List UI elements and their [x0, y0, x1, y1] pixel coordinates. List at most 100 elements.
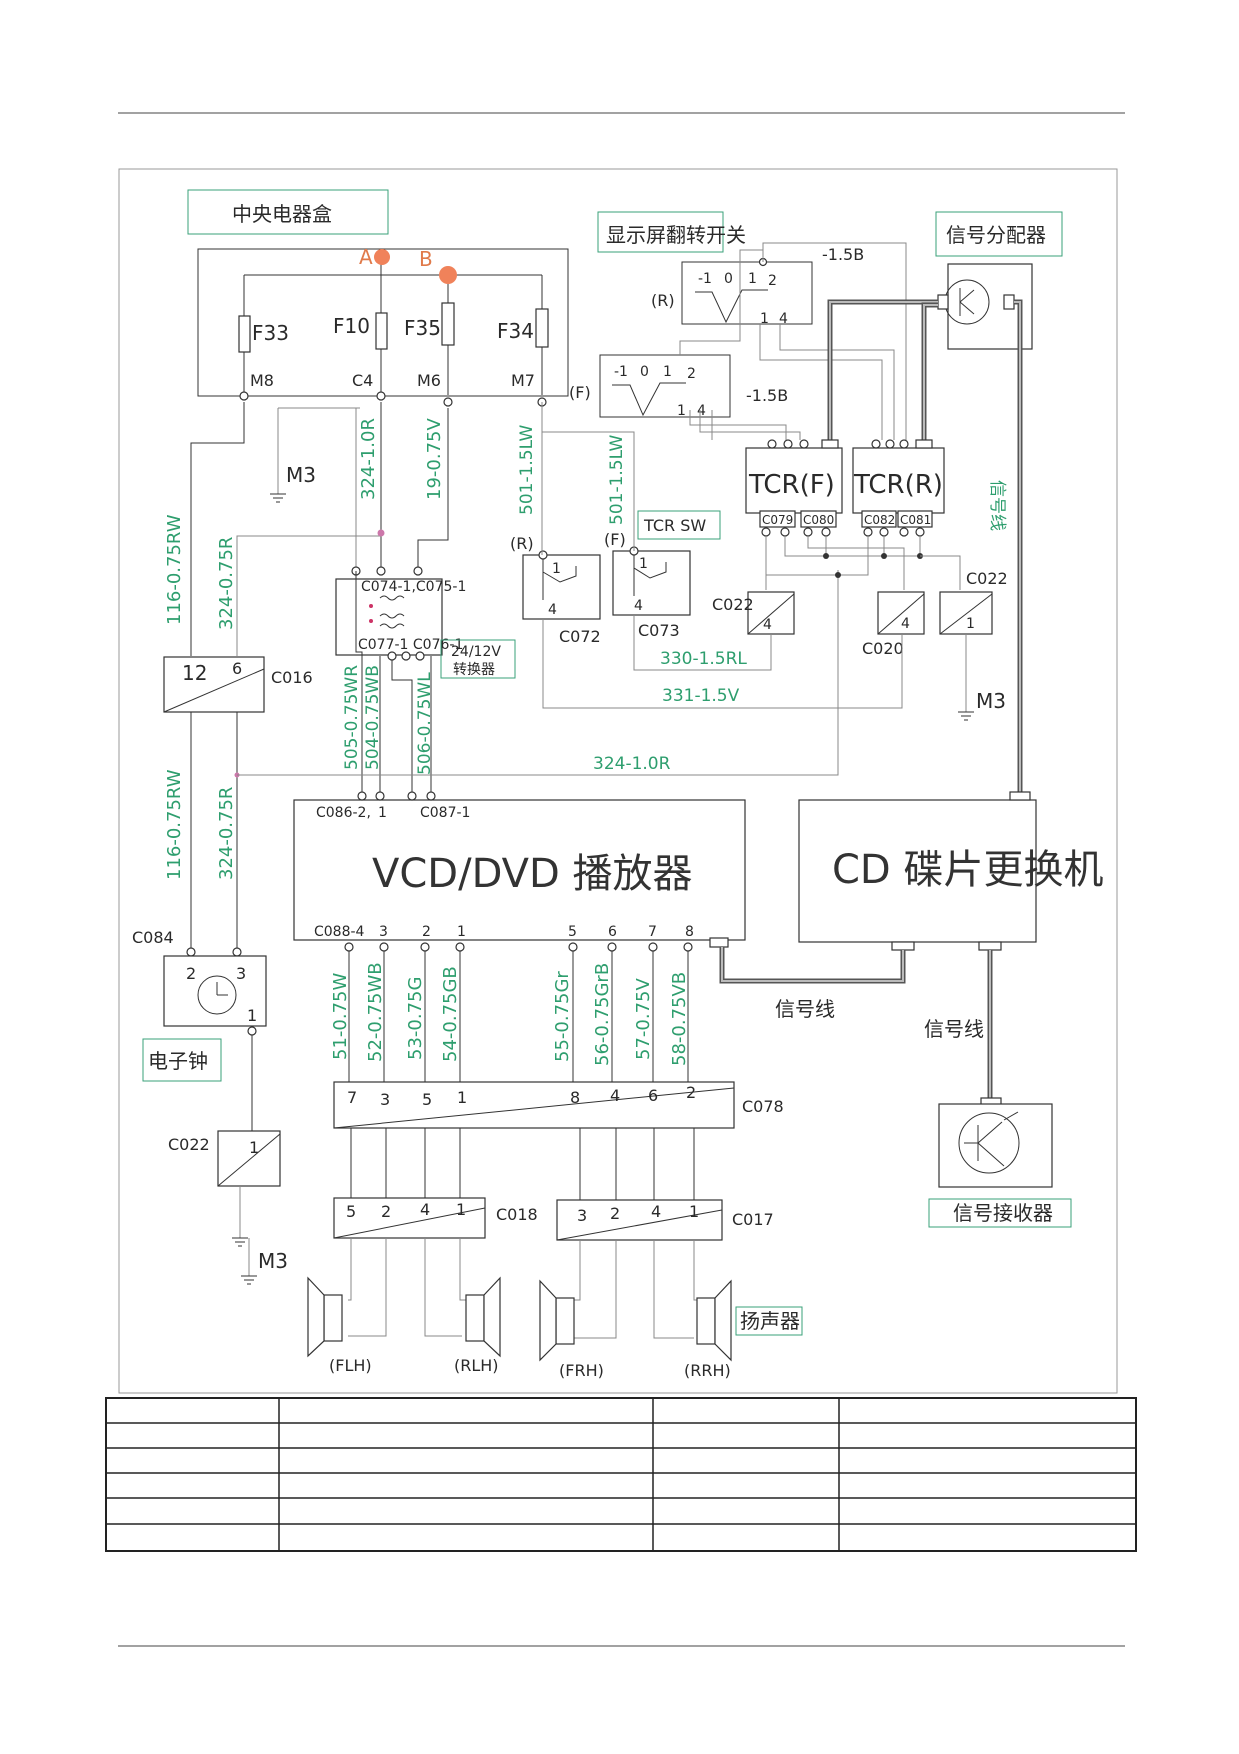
svg-text:1: 1 — [456, 1200, 466, 1219]
terminal-m7: M7 — [511, 371, 535, 390]
svg-text:4: 4 — [779, 311, 788, 327]
ground-m3-right: M3 — [976, 689, 1006, 713]
wire-506-0-75wl: 506-0.75WL — [415, 672, 435, 775]
svg-text:5: 5 — [422, 1090, 432, 1109]
speaker-frh-label: (FRH) — [559, 1361, 604, 1380]
wire-501-1-5lw-a: 501-1.5LW — [517, 424, 537, 515]
wire-57-0-75v: 57-0.75V — [633, 978, 654, 1060]
wire-331-1-5v: 331-1.5V — [662, 686, 740, 706]
svg-text:4: 4 — [697, 403, 706, 419]
svg-text:0: 0 — [724, 271, 733, 287]
signal-line-label-b: 信号线 — [924, 1017, 984, 1041]
tcr-sw-label: TCR SW — [643, 516, 706, 535]
svg-text:6: 6 — [648, 1086, 658, 1105]
wire-54-0-75gb: 54-0.75GB — [440, 966, 461, 1062]
svg-text:2: 2 — [687, 366, 696, 382]
central-box-label: 中央电器盒 — [232, 202, 332, 226]
fuse-f10 — [375, 312, 388, 350]
connector-c020-label: C020 — [862, 639, 904, 658]
connector-c022-a-label: C022 — [712, 595, 754, 614]
fuse-label-f10: F10 — [333, 314, 370, 338]
svg-text:2: 2 — [381, 1202, 391, 1221]
ground-m3-bottom: M3 — [258, 1249, 288, 1273]
fuse-label-f35: F35 — [404, 316, 441, 340]
wire-505-0-75wr: 505-0.75WR — [342, 665, 362, 770]
connector-c022-b-label: C022 — [966, 569, 1008, 588]
speaker-label: 扬声器 — [740, 1309, 800, 1333]
wire-56-0-75grb: 56-0.75GrB — [592, 963, 613, 1066]
connector-c016 — [163, 656, 265, 713]
c016-pin-12: 12 — [182, 661, 207, 685]
speaker-rlh-icon — [465, 1276, 501, 1358]
svg-text:4: 4 — [610, 1086, 620, 1105]
speaker-flh-icon — [307, 1276, 343, 1358]
clock-label-frame — [142, 1038, 222, 1082]
relay-c073 — [612, 550, 691, 616]
fuse-label-f34: F34 — [497, 319, 534, 343]
svg-text:3: 3 — [577, 1206, 587, 1225]
svg-text:0: 0 — [640, 364, 649, 380]
relay-c072 — [522, 554, 601, 620]
fuse-f35 — [441, 302, 455, 346]
relay-c072-label: C072 — [559, 627, 601, 646]
tcr-r-unit — [852, 447, 945, 514]
signal-distributor-label-frame — [935, 211, 1063, 257]
wire-minus-1-5b-top: -1.5B — [822, 245, 864, 264]
wire-324-1-0r-top: 324-1.0R — [358, 418, 379, 500]
terminal-m8: M8 — [250, 371, 274, 390]
svg-text:4: 4 — [901, 616, 910, 632]
signal-line-label-vertical: 信号线 — [987, 480, 1007, 531]
svg-text:4: 4 — [548, 602, 557, 618]
tcr-f-unit — [745, 447, 843, 514]
connector-c078 — [333, 1081, 735, 1129]
speaker-label-frame — [735, 1306, 803, 1336]
clock-icon — [197, 975, 237, 1015]
player-output-wires — [344, 942, 693, 1082]
wire-116-0-75rw-top: 116-0.75RW — [164, 514, 185, 625]
svg-text:4: 4 — [634, 598, 643, 614]
svg-text:2: 2 — [610, 1204, 620, 1223]
converter-connector-top: C074-1,C075-1 — [361, 579, 466, 595]
svg-text:1: 1 — [457, 924, 466, 940]
svg-text:1: 1 — [663, 364, 672, 380]
connector-c022-c — [217, 1130, 281, 1187]
connector-c078-label: C078 — [742, 1097, 784, 1116]
vcd-dvd-player — [293, 799, 746, 941]
svg-text:2: 2 — [768, 273, 777, 289]
wire-53-0-75g: 53-0.75G — [405, 977, 426, 1060]
display-switch-f-label: (F) — [569, 383, 591, 402]
svg-text:8: 8 — [685, 924, 694, 940]
connector-c079: C079 — [762, 513, 793, 527]
connector-c016-label: C016 — [271, 668, 313, 687]
point-a-marker — [374, 249, 390, 265]
svg-text:7: 7 — [347, 1088, 357, 1107]
signal-receiver — [938, 1103, 1053, 1188]
cd-changer — [798, 799, 1037, 943]
connector-c084-label: C084 — [132, 928, 174, 947]
svg-text:-1: -1 — [614, 364, 628, 380]
cd-changer-label: CD 碟片更换机 — [832, 847, 1103, 893]
speaker-rrh-icon — [696, 1279, 732, 1362]
relay-c073-label: C073 — [638, 621, 680, 640]
wire-501-1-5lw-b: 501-1.5LW — [607, 434, 627, 525]
converter-label-frame — [440, 639, 516, 679]
fuse-label-f33: F33 — [252, 321, 289, 345]
svg-text:8: 8 — [570, 1088, 580, 1107]
svg-text:5: 5 — [568, 924, 577, 940]
converter-connector-bottom: C077-1 C076-1 — [358, 637, 463, 653]
wire-55-0-75gr: 55-0.75Gr — [552, 971, 573, 1062]
central-box-label-frame — [187, 189, 389, 235]
wire-51-0-75w: 51-0.75W — [330, 973, 351, 1060]
vcd-dvd-player-label: VCD/DVD 播放器 — [372, 851, 693, 897]
speaker-rrh-label: (RRH) — [684, 1361, 731, 1380]
display-switch-label: 显示屏翻转开关 — [606, 223, 746, 247]
connector-c081: C081 — [900, 513, 931, 527]
svg-text:1: 1 — [966, 616, 975, 632]
connector-c018 — [333, 1197, 486, 1239]
ground-m3-top: M3 — [286, 463, 316, 487]
svg-text:6: 6 — [608, 924, 617, 940]
connector-c022-c-label: C022 — [168, 1135, 210, 1154]
converter-name: 转换器 — [453, 661, 495, 678]
signal-receiver-label: 信号接收器 — [953, 1201, 1053, 1225]
